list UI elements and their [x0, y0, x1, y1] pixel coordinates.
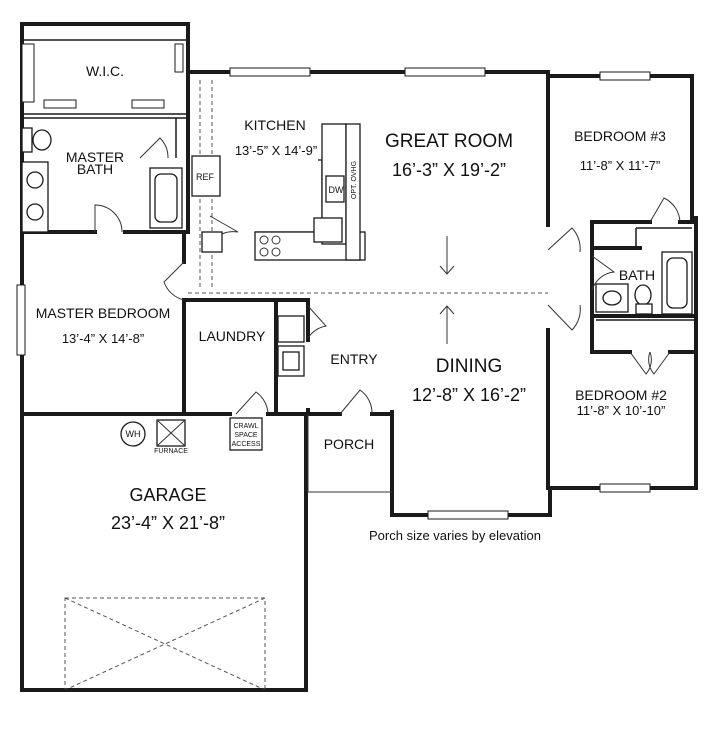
garage-door — [45, 597, 285, 691]
porch-label: PORCH — [324, 436, 375, 452]
bedroom3-label: BEDROOM #3 — [574, 128, 666, 144]
interior-walls — [20, 39, 698, 493]
furnace-label: FURNACE — [154, 448, 188, 455]
laundry-fixtures — [277, 315, 305, 377]
kitchen-counters — [191, 123, 366, 261]
master-bedroom-size: 13’-4” X 14’-8” — [62, 331, 144, 346]
bedroom2-label: BEDROOM #2 — [575, 387, 667, 403]
bath-fixtures — [595, 251, 693, 315]
doors — [94, 137, 681, 415]
wic-label: W.I.C. — [86, 63, 124, 79]
crawl-label-line1: CRAWL — [233, 423, 258, 430]
kitchen-size: 13’-5” X 14’-9” — [235, 143, 317, 158]
master-bath-label-line2: BATH — [77, 161, 113, 177]
bedroom2-size: 11’-8” X 10’-10” — [577, 403, 666, 418]
crawl-label-line2: SPACE — [234, 432, 258, 439]
bath-label: BATH — [619, 267, 655, 283]
kitchen-label: KITCHEN — [244, 117, 305, 133]
great-room-size: 16’-3” X 19’-2” — [392, 160, 506, 180]
ref-label: REF — [196, 172, 215, 182]
master-bedroom-label: MASTER BEDROOM — [36, 305, 171, 321]
dining-size: 12’-8” X 16’-2” — [412, 385, 526, 405]
dw-label: DW — [329, 185, 344, 195]
flow-arrows — [439, 236, 455, 344]
garage-size: 23’-4” X 21’-8” — [111, 513, 225, 533]
laundry-label: LAUNDRY — [199, 328, 266, 344]
opt-ovhg-label: OPT. OVHG — [351, 161, 358, 199]
master-bath-fixtures — [21, 127, 183, 233]
windows — [16, 43, 651, 520]
bedroom3-size: 11’-8” X 11’-7” — [580, 158, 660, 173]
garage-label: GARAGE — [129, 485, 206, 505]
crawl-label-line3: ACCESS — [232, 441, 261, 448]
great-room-label: GREAT ROOM — [385, 131, 513, 152]
porch-size-note: Porch size varies by elevation — [369, 528, 541, 543]
dining-label: DINING — [436, 356, 503, 377]
master-bath-label-line1: MASTER — [66, 149, 124, 165]
entry-label: ENTRY — [330, 351, 378, 367]
garage-utilities — [120, 417, 263, 451]
wh-label: WH — [126, 429, 141, 439]
